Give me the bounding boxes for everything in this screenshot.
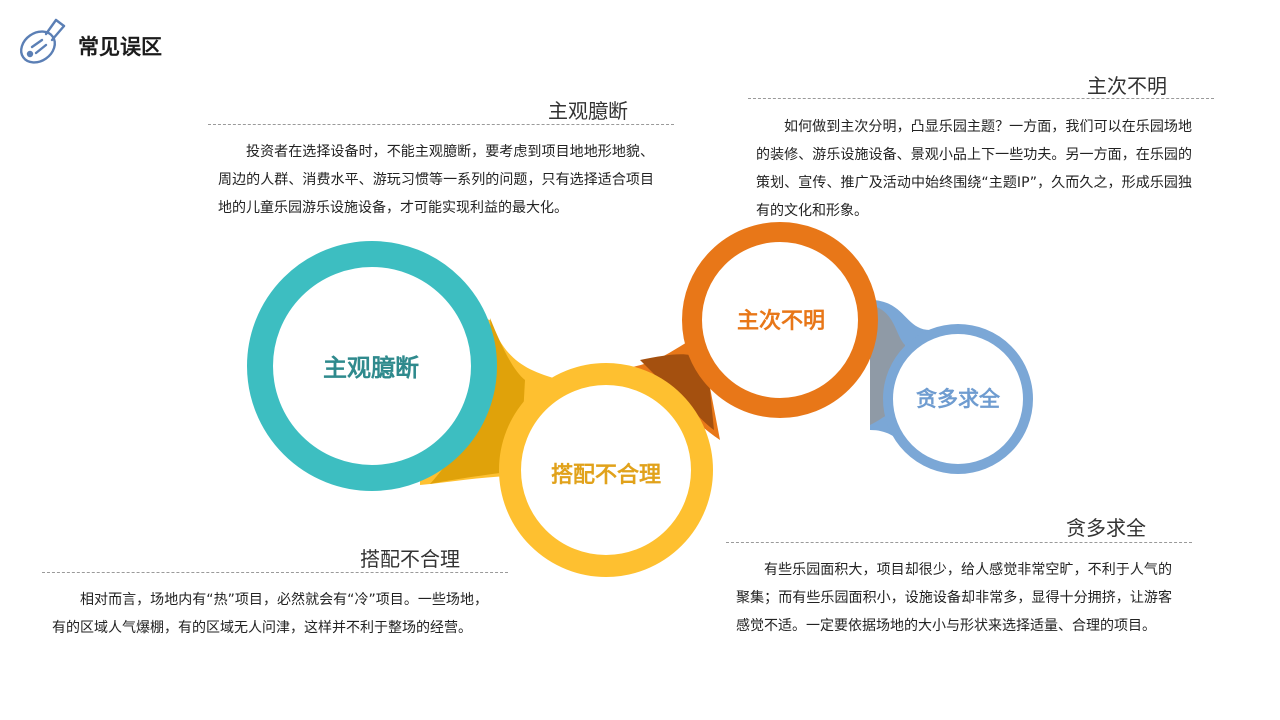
connector-yellow-shadow xyxy=(430,318,525,484)
node-ring-greedy xyxy=(883,324,1033,474)
node-label-mismatch: 搭配不合理 xyxy=(551,462,661,488)
node-label-subjective: 主观臆断 xyxy=(323,354,419,382)
section-title-primary: 主次不明 xyxy=(1087,74,1167,98)
page-title: 常见误区 xyxy=(78,35,162,59)
node-ring-mismatch xyxy=(499,363,713,577)
node-ring-subjective xyxy=(247,241,497,491)
section-title-greedy: 贪多求全 xyxy=(1066,516,1146,540)
section-text-mismatch: 相对而言，场地内有“热”项目，必然就会有“冷”项目。一些场地，有的区域人气爆棚，… xyxy=(52,592,488,636)
divider-primary xyxy=(748,98,1214,99)
lightbulb-icon xyxy=(20,18,66,64)
node-label-primary: 主次不明 xyxy=(737,308,825,334)
section-text-subjective: 投资者在选择设备时，不能主观臆断，要考虑到项目地地形地貌、周边的人群、消费水平、… xyxy=(218,144,654,216)
section-title-mismatch: 搭配不合理 xyxy=(360,547,460,571)
node-label-greedy: 贪多求全 xyxy=(916,387,1001,411)
divider-subjective xyxy=(208,124,674,125)
node-ring-primary xyxy=(682,222,878,418)
divider-greedy xyxy=(726,542,1192,543)
section-text-primary: 如何做到主次分明，凸显乐园主题？一方面，我们可以在乐园场地的装修、游乐设施设备、… xyxy=(756,119,1192,219)
section-text-greedy: 有些乐园面积大，项目却很少，给人感觉非常空旷，不利于人气的聚集；而有些乐园面积小… xyxy=(736,562,1172,634)
section-title-subjective: 主观臆断 xyxy=(548,99,628,123)
divider-mismatch xyxy=(42,572,508,573)
